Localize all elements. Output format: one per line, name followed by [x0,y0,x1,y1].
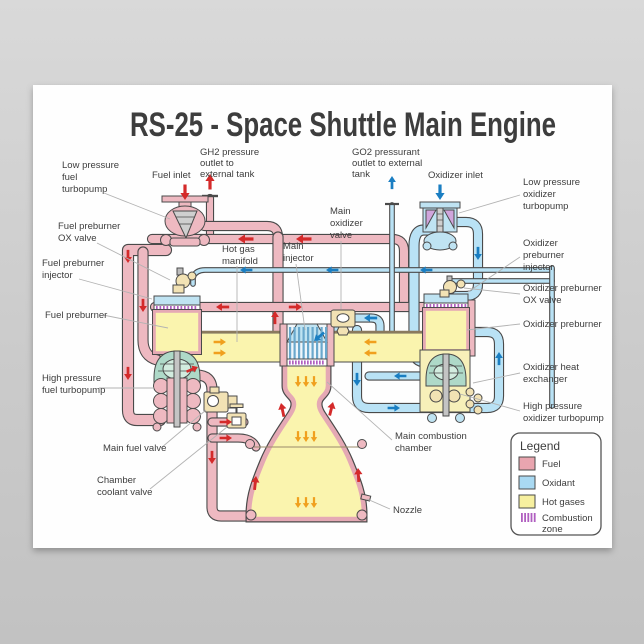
combustion-zone-injector [289,360,324,365]
svg-text:OX valve: OX valve [58,233,97,244]
svg-text:oxidizer: oxidizer [523,189,556,200]
svg-text:fuel turbopump: fuel turbopump [42,385,105,396]
svg-text:preburner: preburner [523,250,564,261]
svg-text:tank: tank [352,169,370,180]
label-oxidizer-inlet: Oxidizer inlet [428,170,483,181]
svg-text:chamber: chamber [395,443,432,454]
combustion-zone-oxidizer-preburner [426,304,467,308]
label-oxidizer-preburner: Oxidizer preburner [523,319,602,330]
svg-text:OX valve: OX valve [523,295,562,306]
legend-label-fuel: Fuel [542,459,560,470]
svg-text:outlet to external: outlet to external [352,158,422,169]
legend-swatch-oxidant [518,475,536,490]
legend-title: Legend [520,439,560,453]
svg-text:manifold: manifold [222,256,258,267]
label-fuel-preburner: Fuel preburner [45,310,107,321]
svg-text:external tank: external tank [200,169,255,180]
svg-text:outlet to: outlet to [200,158,234,169]
diagram-labels: Low pressure fuel turbopump Fuel inlet G… [42,147,604,516]
legend-swatch-combustion-zone [521,513,536,522]
main-oxidizer-valve [330,309,356,336]
svg-text:oxidizer: oxidizer [330,218,363,229]
svg-text:oxidizer turbopump: oxidizer turbopump [523,413,604,424]
legend-label-oxidant: Oxidant [542,478,575,489]
svg-text:fuel: fuel [62,172,77,183]
label-nozzle: Nozzle [393,505,422,516]
label-fuel-preburner-ox-valve: Fuel preburner [58,221,120,232]
label-hp-oxidizer-turbopump: High pressure [523,401,582,412]
label-hp-fuel-turbopump: High pressure [42,373,101,384]
svg-text:turbopump: turbopump [523,201,568,212]
label-main-oxidizer-valve: Main [330,206,351,217]
legend: Legend Fuel Oxidant Hot gases Combustion… [510,432,602,536]
combustion-zone-fuel-preburner [156,306,197,310]
label-lp-fuel-turbopump: Low pressure [62,160,119,171]
label-chamber-coolant-valve: Chamber [97,475,136,486]
svg-text:zone: zone [542,524,563,535]
oxidizer-preburner-ox-valve [439,275,466,298]
legend-label-hot-gases: Hot gases [542,497,585,508]
label-hot-gas-manifold: Hot gas [222,244,255,255]
label-oxidizer-preburner-injector: Oxidizer [523,238,558,249]
label-main-combustion-chamber: Main combustion [395,431,467,442]
high-pressure-fuel-turbopump [152,350,202,432]
svg-text:coolant valve: coolant valve [97,487,152,498]
legend-swatch-fuel [518,456,536,471]
label-main-fuel-valve: Main fuel valve [103,443,166,454]
legend-label-combustion-zone: Combustion [542,513,593,524]
label-fuel-inlet: Fuel inlet [152,170,191,181]
fuel-preburner-ox-valve [172,267,197,294]
label-oxidizer-heat-exchanger: Oxidizer heat [523,362,579,373]
leader-lines [78,192,521,510]
page-title: RS-25 - Space Shuttle Main Engine [130,106,556,144]
fuel-preburner [152,267,202,355]
oxidizer-preburner [422,275,476,357]
oxidizer-heat-exchanger [465,387,483,415]
label-lp-oxidizer-turbopump: Low pressure [523,177,580,188]
svg-text:injector: injector [283,253,314,264]
label-gh2-outlet: GH2 pressure [200,147,259,158]
low-pressure-oxidizer-turbopump [419,201,461,251]
high-pressure-oxidizer-turbopump [419,349,483,423]
svg-text:injector: injector [42,270,73,281]
svg-text:turbopump: turbopump [62,184,107,195]
main-fuel-valve [203,386,238,413]
chamber-coolant-valve [226,403,247,429]
label-main-injector: Main [283,241,304,252]
svg-text:injector: injector [523,262,554,273]
label-fuel-preburner-injector: Fuel preburner [42,258,104,269]
label-go2-outlet: GO2 pressurant [352,147,420,158]
label-oxidizer-preburner-ox-valve: Oxidizer preburner [523,283,602,294]
main-injector [279,323,335,367]
svg-text:exchanger: exchanger [523,374,567,385]
legend-swatch-hot-gases [518,494,536,509]
combustion-chamber-and-nozzle [245,360,372,523]
svg-text:valve: valve [330,230,352,241]
